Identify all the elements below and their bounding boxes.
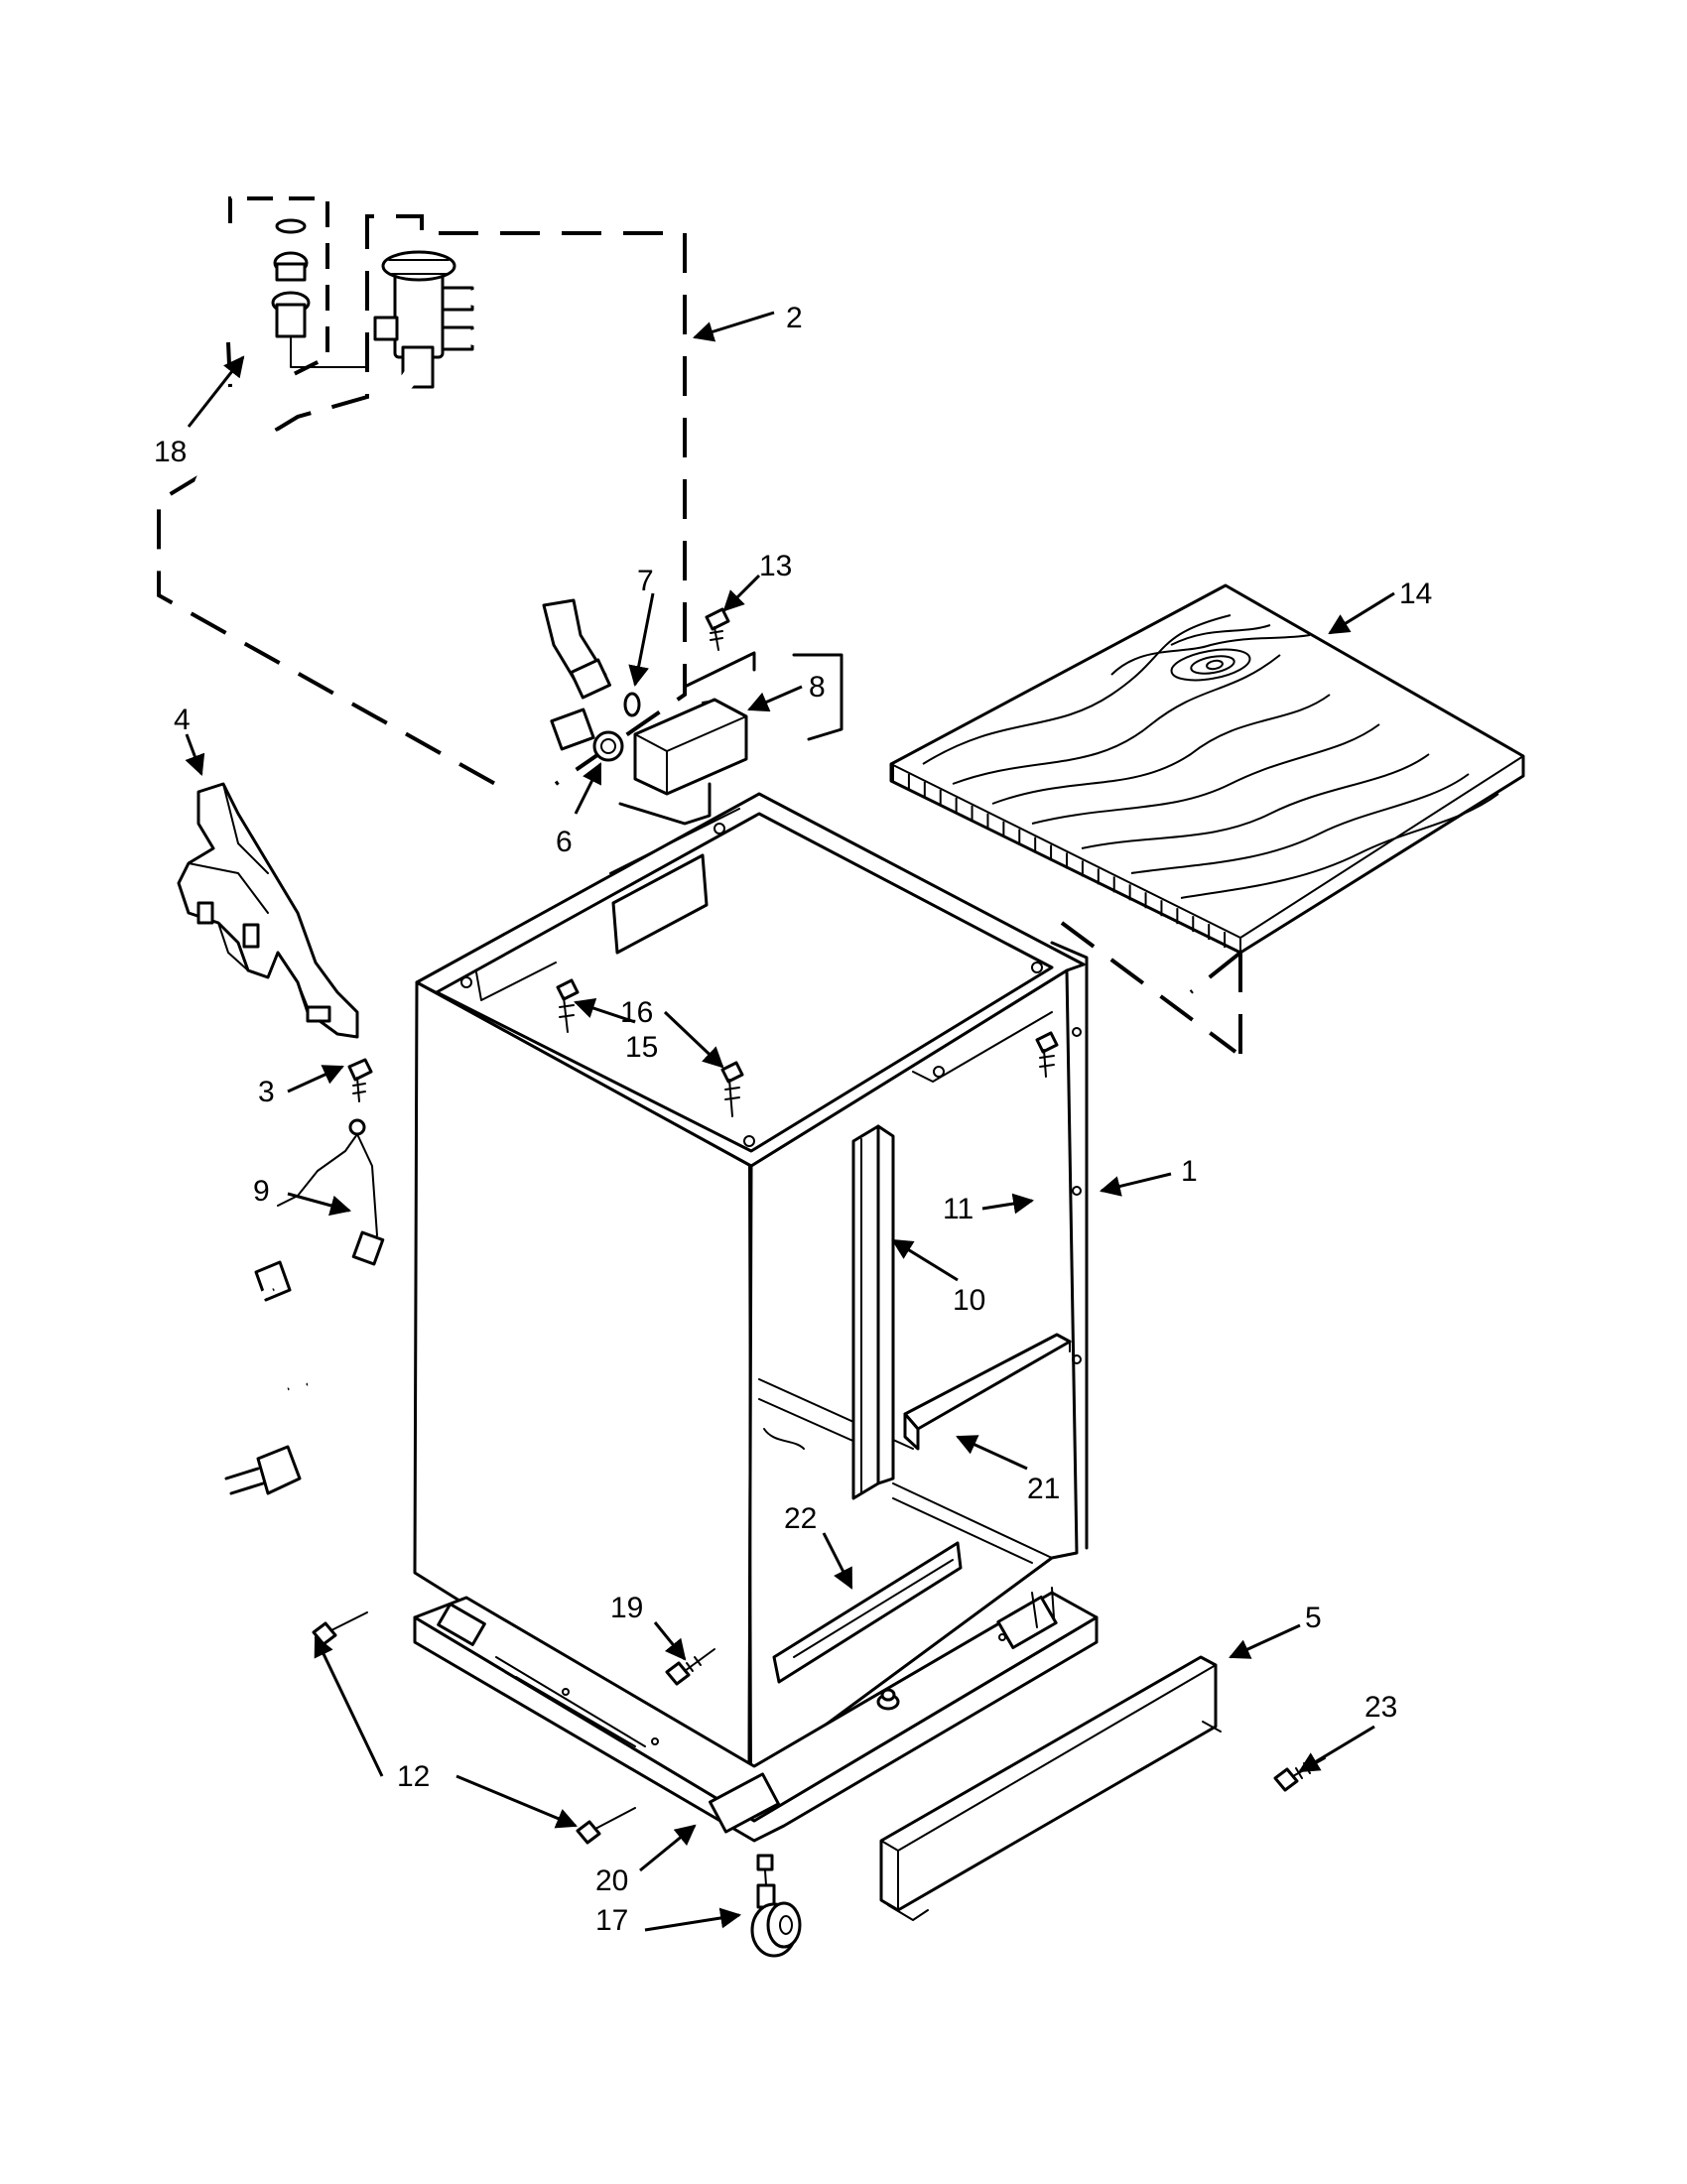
junction-box	[618, 651, 844, 826]
callout-18: 18	[154, 436, 187, 468]
callout-19: 19	[610, 1592, 643, 1624]
screws	[312, 978, 1326, 1845]
callout-7: 7	[637, 565, 654, 597]
callout-12: 12	[397, 1760, 430, 1793]
callout-11: 11	[943, 1193, 973, 1225]
callout-15: 15	[625, 1031, 658, 1064]
callout-17: 17	[595, 1904, 628, 1937]
power-cord	[216, 1058, 385, 1495]
callout-5: 5	[1305, 1602, 1322, 1634]
cabinet	[413, 792, 1089, 1783]
callout-9: 9	[253, 1175, 270, 1208]
callout-2: 2	[786, 302, 803, 334]
callout-10: 10	[953, 1284, 985, 1317]
countertop	[889, 583, 1525, 1054]
callout-14: 14	[1399, 578, 1432, 610]
callout-4: 4	[174, 704, 191, 736]
callout-22: 22	[784, 1502, 817, 1535]
brace-part	[903, 1333, 1072, 1451]
inlet-hose-assembly	[157, 196, 687, 791]
caster-wheel	[750, 1854, 802, 1958]
leader-lines	[185, 311, 1395, 1932]
callout-labels: 2 18 13 7 8 14 4 6 15 16 3 11 1 9 10 21 …	[154, 302, 1432, 1937]
callout-20: 20	[595, 1864, 628, 1897]
toe-kick-panel	[879, 1655, 1222, 1921]
callout-16: 16	[620, 996, 653, 1029]
callout-8: 8	[809, 671, 826, 704]
callout-6: 6	[556, 826, 573, 858]
callout-3: 3	[258, 1076, 275, 1108]
channel-part	[851, 1124, 895, 1500]
callout-21: 21	[1027, 1473, 1060, 1505]
callout-1: 1	[1181, 1155, 1198, 1188]
bracket-part	[177, 782, 359, 1039]
base-frame	[413, 1541, 1099, 1843]
callout-23: 23	[1364, 1691, 1397, 1724]
screw-13-part	[705, 607, 730, 651]
callout-13: 13	[759, 550, 792, 582]
